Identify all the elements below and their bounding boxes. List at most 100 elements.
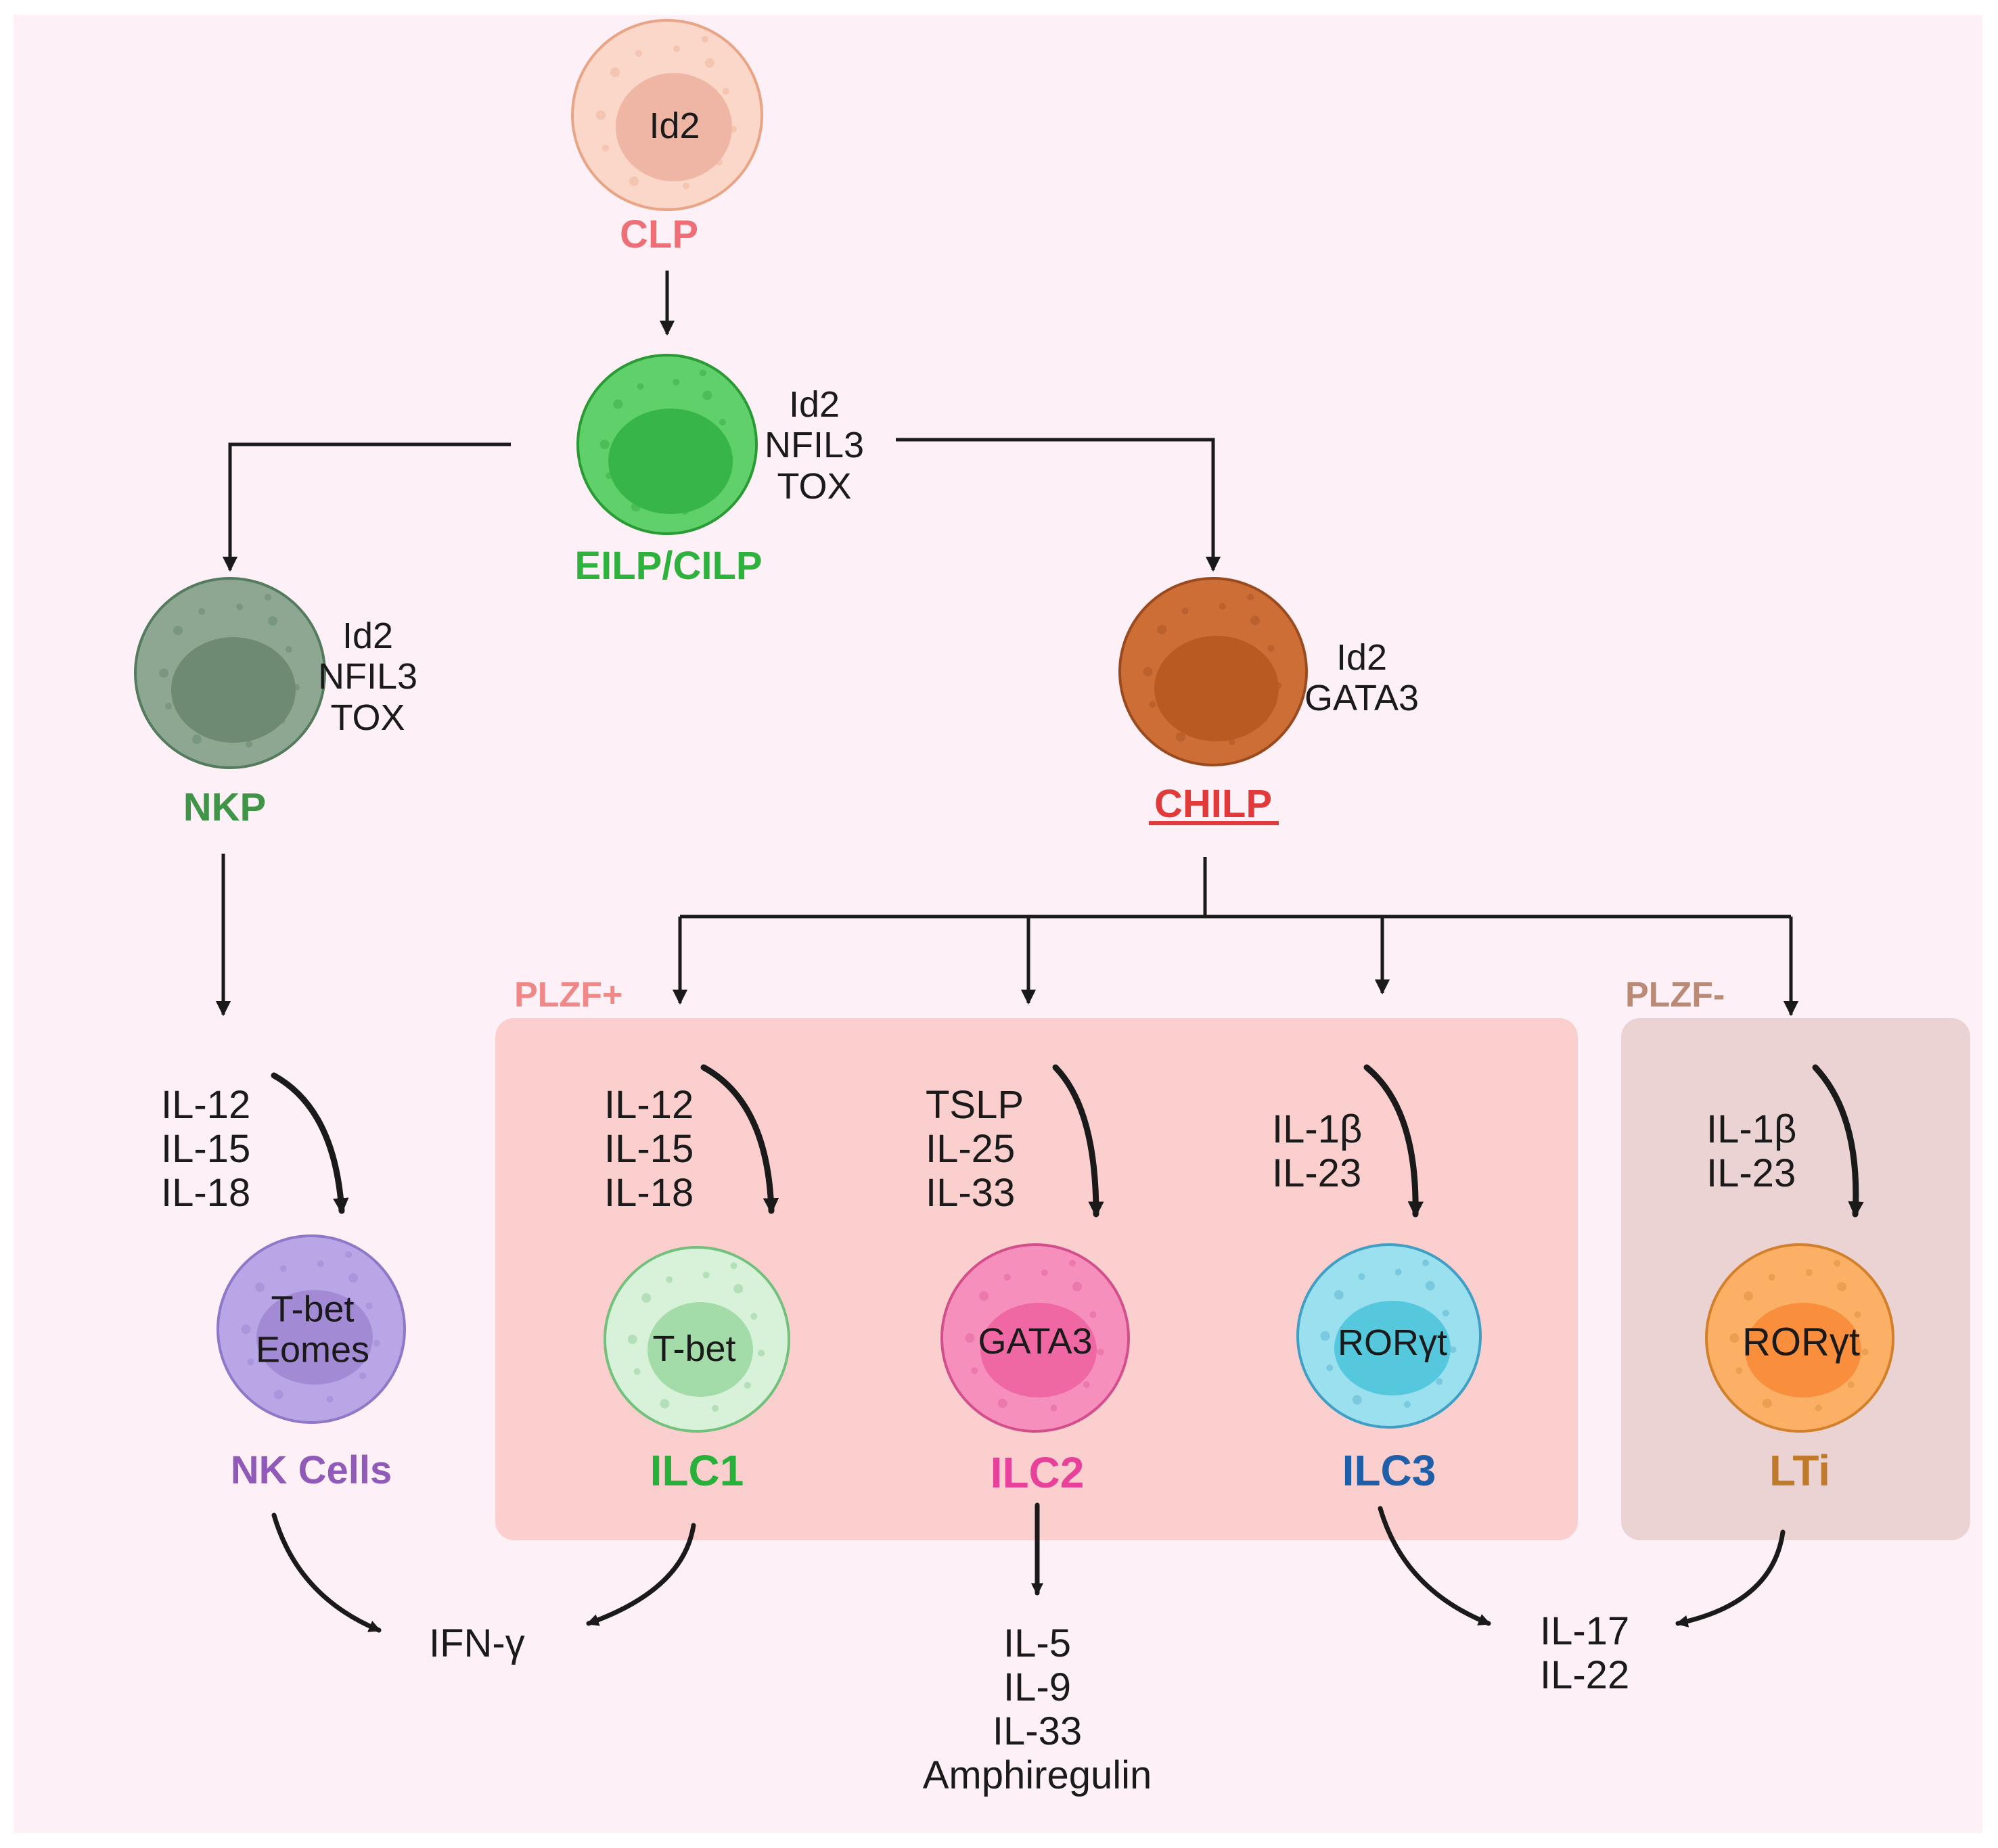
ilc2-name: ILC2 [990, 1448, 1085, 1497]
output-cytokine: IL-17 [1540, 1609, 1630, 1653]
output-arrow-lti-il17 [1675, 1529, 1786, 1627]
ilc1-input-cytokines: IL-12 IL-15 IL-18 [604, 1083, 694, 1216]
eilp-marker: NFIL3 [765, 425, 865, 466]
cell-speckle [635, 50, 642, 57]
ilc2-input-cytokines: TSLP IL-25 IL-33 [926, 1083, 1024, 1216]
cell-speckle [1847, 1381, 1855, 1388]
cell-speckle [979, 1291, 989, 1301]
cell-speckle [326, 1395, 334, 1403]
eilp-nucleus [608, 409, 733, 514]
output-cytokine: IL-5 [1003, 1621, 1071, 1665]
cytokine: IL-25 [926, 1126, 1016, 1171]
cell-speckle [965, 1333, 975, 1343]
nkp-name: NKP [183, 785, 267, 829]
nk-nucleus-label: T-bet Eomes [256, 1289, 369, 1371]
input-arrow-nk [271, 1072, 349, 1214]
cell-speckle [1157, 624, 1167, 634]
cell-speckle [285, 646, 292, 653]
ilc1-nucleus [648, 1302, 753, 1397]
cell-speckle [1041, 1269, 1048, 1276]
cytokine: IL-18 [604, 1170, 694, 1215]
input-arrow-lti [1812, 1064, 1864, 1218]
output-cytokine: Amphiregulin [922, 1753, 1152, 1797]
cell-speckle [702, 1271, 710, 1278]
ilc1-name: ILC1 [650, 1446, 744, 1495]
nkp-marker: NFIL3 [318, 656, 418, 697]
eilp-cell [576, 354, 758, 535]
cell-speckle [1834, 1260, 1841, 1267]
cell-speckle [613, 399, 623, 409]
nk-marker: T-bet [271, 1289, 355, 1330]
cell-speckle [1072, 1282, 1083, 1292]
cell-speckle [373, 1339, 380, 1347]
cell-speckle [1149, 701, 1156, 708]
cell-speckle [1050, 1404, 1058, 1412]
lti-input-cytokines: IL-1β IL-23 [1706, 1107, 1796, 1196]
cell-speckle [1762, 1398, 1772, 1408]
cell-speckle [165, 703, 172, 710]
cell-speckle [159, 668, 168, 678]
cytokine: IL-23 [1706, 1151, 1796, 1195]
cell-speckle [359, 1372, 366, 1379]
input-arrow-ilc1 [700, 1064, 779, 1214]
cell-speckle [629, 177, 639, 186]
cell-speckle [1735, 1367, 1743, 1375]
input-arrow-ilc3 [1363, 1064, 1424, 1218]
cell-speckle [198, 608, 205, 615]
cell-speckle [247, 1358, 254, 1366]
cell-speckle [733, 1284, 744, 1294]
cell-speckle [666, 1276, 673, 1283]
cell-speckle [236, 603, 243, 610]
output-arrow-ilc3-il17 [1378, 1506, 1491, 1626]
nk-nucleus [256, 1290, 373, 1385]
nkp-nucleus [171, 637, 296, 743]
cell-speckle [1436, 1378, 1443, 1385]
cell-speckle [1837, 1282, 1847, 1292]
cell-speckle [1449, 1346, 1457, 1354]
cell-speckle [1358, 1273, 1365, 1280]
input-arrow-ilc2 [1052, 1064, 1104, 1218]
cell-speckle [1219, 603, 1226, 610]
clp-cell [571, 19, 763, 211]
cytokine: IL-15 [604, 1126, 694, 1171]
cell-speckle [1267, 645, 1275, 652]
ilc3-name: ILC3 [1342, 1446, 1436, 1495]
cell-speckle [997, 1398, 1007, 1408]
ilc2-nucleus [980, 1303, 1097, 1397]
cell-speckle [1143, 667, 1153, 676]
nk-input-cytokines: IL-12 IL-15 IL-18 [161, 1083, 251, 1216]
cell-speckle [1175, 732, 1185, 742]
lti-cell [1705, 1243, 1894, 1433]
cell-speckle [1805, 1269, 1813, 1276]
cytokine: IL-23 [1272, 1151, 1362, 1195]
ifng-output: IFN-γ [429, 1621, 525, 1666]
cell-speckle [1442, 1310, 1449, 1317]
cell-speckle [345, 1251, 353, 1258]
il17-outputs: IL-17 IL-22 [1540, 1609, 1630, 1698]
ilc3-input-cytokines: IL-1β IL-23 [1272, 1107, 1363, 1196]
output-arrow-nk-ifng [271, 1512, 382, 1633]
cell-speckle [1422, 1260, 1429, 1266]
cell-speckle [1326, 1364, 1334, 1372]
cell-speckle [1003, 1274, 1011, 1281]
cell-speckle [173, 626, 183, 635]
cell-speckle [1815, 1404, 1822, 1412]
cell-speckle [255, 1282, 265, 1292]
nk-cell [217, 1234, 406, 1424]
arrow-eilp-to-nkp [222, 442, 511, 572]
cell-speckle [273, 1389, 283, 1400]
cell-speckle [1854, 1311, 1861, 1318]
cell-speckle [317, 1260, 324, 1268]
cell-speckle [1425, 1280, 1435, 1291]
cytokine: IL-1β [1272, 1107, 1363, 1151]
eilp-markers: Id2 NFIL3 TOX [765, 384, 864, 507]
cytokine: IL-18 [161, 1170, 251, 1215]
cell-speckle [265, 594, 271, 601]
nkp-marker: Id2 [342, 616, 394, 656]
cell-speckle [1247, 593, 1254, 601]
nkp-cell [134, 577, 326, 769]
cell-speckle [1181, 607, 1189, 615]
cytokine: TSLP [926, 1083, 1024, 1127]
cell-speckle [241, 1324, 251, 1334]
